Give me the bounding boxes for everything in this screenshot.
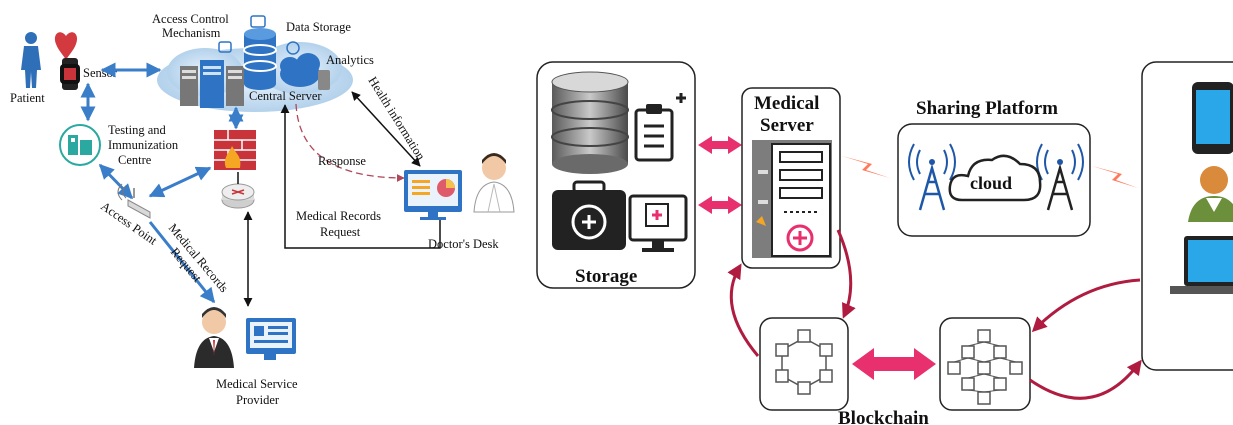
heart-icon [54,32,78,60]
blockchain-double-arrow [852,348,936,380]
left-diagram: Patient Sensor [10,12,515,407]
data-storage-label: Data Storage [286,20,351,34]
provider-label-1: Medical Service [216,377,298,391]
doctors-desk-label: Doctor's Desk [428,237,499,251]
blockchain-label: Blockchain [838,408,929,425]
clipboard-plus-icon [634,93,686,162]
blockchain-grid-icon [947,329,1023,405]
analytics-label: Analytics [326,53,374,67]
server-to-blockchain-arrow [836,229,856,319]
platform-lightning-icon [1092,166,1138,188]
testing-label-1: Testing and [108,123,167,137]
database-cylinder-icon [551,71,629,174]
provider-person-icon [194,307,234,368]
provider-label-2: Provider [236,393,280,407]
storage-server-arrow-top [698,136,742,154]
chart-bubble-icon [218,15,300,55]
clients-to-blockchain-arrow [1031,278,1141,333]
server-rack-icon [180,60,244,108]
blockchain-ring-icon [775,329,833,395]
testing-ap-arrow [98,163,134,200]
patient-label: Patient [10,91,45,105]
cloud-label: cloud [970,173,1012,193]
access-control-label-2: Mechanism [162,26,221,40]
mr-request-desk-label-2: Request [320,225,361,239]
patient-icon [21,32,41,88]
database-icon [243,28,277,90]
sensor-label: Sensor [83,66,118,80]
storage-label: Storage [575,266,637,287]
ap-provider-arrow [148,221,216,304]
desk-monitor-icon [404,170,462,220]
router-icon [221,183,255,209]
hospital-icon [59,124,101,166]
access-control-label-1: Access Control [152,12,229,26]
medical-kit-icon [552,180,626,250]
central-server-label: Central Server [249,89,322,103]
provider-monitor-icon [246,318,296,360]
server-lightning-icon [842,156,890,178]
smartphone-icon [1192,82,1233,154]
cloud-icon [948,154,1042,202]
desk-request-arrow [280,104,441,249]
blockchain-to-server-arrow [727,263,760,357]
smartwatch-sensor-icon [60,58,80,90]
health-info-label: Health information [365,74,428,163]
mr-request-desk-label-1: Medical Records [296,209,381,223]
testing-label-2: Immunization [108,138,179,152]
right-tower-icon [1036,143,1084,211]
medical-server-label-1: Medical [754,93,819,114]
response-arrow [295,103,405,182]
health-info-arrow [351,91,421,167]
testing-label-3: Centre [118,153,152,167]
laptop-icon [1170,236,1233,294]
doctor-icon [473,153,515,213]
firewall-icon [214,130,256,170]
server-tower-icon [752,140,832,258]
response-label: Response [318,154,366,168]
user-avatar-icon [1188,166,1233,222]
analytics-cloud-icon [280,53,330,90]
firewall-ap-arrow [148,166,212,198]
blockchain-box-left [759,317,849,411]
sharing-platform-label: Sharing Platform [916,98,1058,119]
blockchain-to-clients-arrow [1029,359,1142,400]
medical-monitor-icon [628,194,688,252]
right-diagram: Storage Medical Server Shari [536,61,1233,425]
medical-server-label-2: Server [760,115,814,136]
storage-server-arrow-bottom [698,196,742,214]
access-point-icon [117,183,151,219]
left-tower-icon [908,143,956,211]
